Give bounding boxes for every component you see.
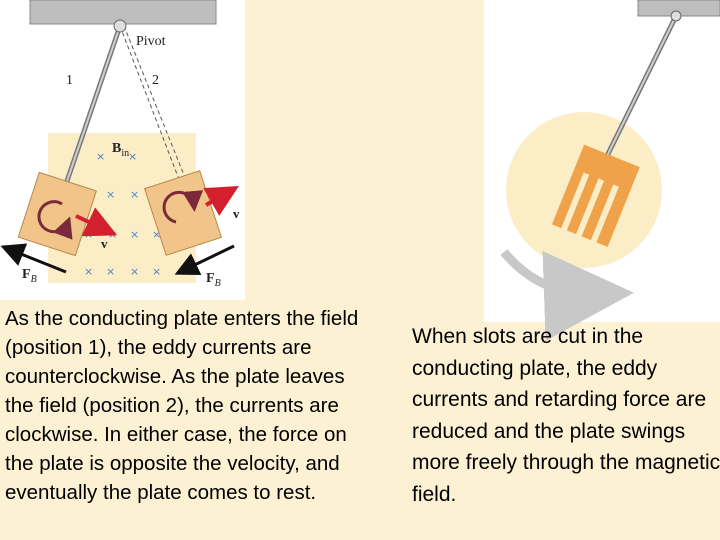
- svg-text:×: ×: [130, 265, 139, 278]
- pivot-point: [670, 10, 682, 22]
- svg-text:×: ×: [106, 188, 115, 201]
- svg-text:×: ×: [96, 150, 105, 163]
- caption-left: As the conducting plate enters the field…: [5, 307, 359, 504]
- pivot-point: [113, 19, 127, 33]
- velocity-label-2: v: [233, 206, 240, 221]
- eddy-current-diagram: ×× ×× ×××× ×××× Pivot: [0, 0, 240, 289]
- velocity-label-1: v: [101, 236, 108, 251]
- svg-text:×: ×: [152, 228, 161, 241]
- position-2-label: 2: [152, 73, 159, 88]
- force-arrow-2: [174, 244, 235, 276]
- position-1-label: 1: [66, 73, 73, 88]
- svg-text:×: ×: [84, 265, 93, 278]
- counterclockwise-current-arrow: [37, 200, 73, 240]
- force-label-2: FB: [206, 271, 221, 289]
- field-label: Bin: [112, 141, 129, 159]
- svg-text:×: ×: [130, 228, 139, 241]
- svg-text:×: ×: [128, 150, 137, 163]
- velocity-arrow-2: [203, 186, 239, 216]
- right-figure: [484, 0, 720, 341]
- swing-direction-arrow: [500, 249, 634, 341]
- clockwise-current-arrow: [162, 190, 204, 224]
- force-label-1: FB: [22, 267, 37, 285]
- pivot-label: Pivot: [136, 34, 166, 49]
- svg-text:×: ×: [84, 228, 93, 241]
- slotted-plate-diagram: [500, 0, 720, 341]
- svg-text:×: ×: [130, 188, 139, 201]
- caption-right: When slots are cut in the conducting pla…: [412, 325, 720, 506]
- left-figure: ×× ×× ×××× ×××× Pivot: [0, 0, 245, 300]
- velocity-arrow-1: [75, 207, 118, 237]
- slotted-plate: [551, 144, 640, 247]
- svg-text:×: ×: [106, 265, 115, 278]
- ceiling-bar: [29, 0, 217, 25]
- force-arrow-1: [0, 243, 67, 274]
- svg-text:×: ×: [152, 265, 161, 278]
